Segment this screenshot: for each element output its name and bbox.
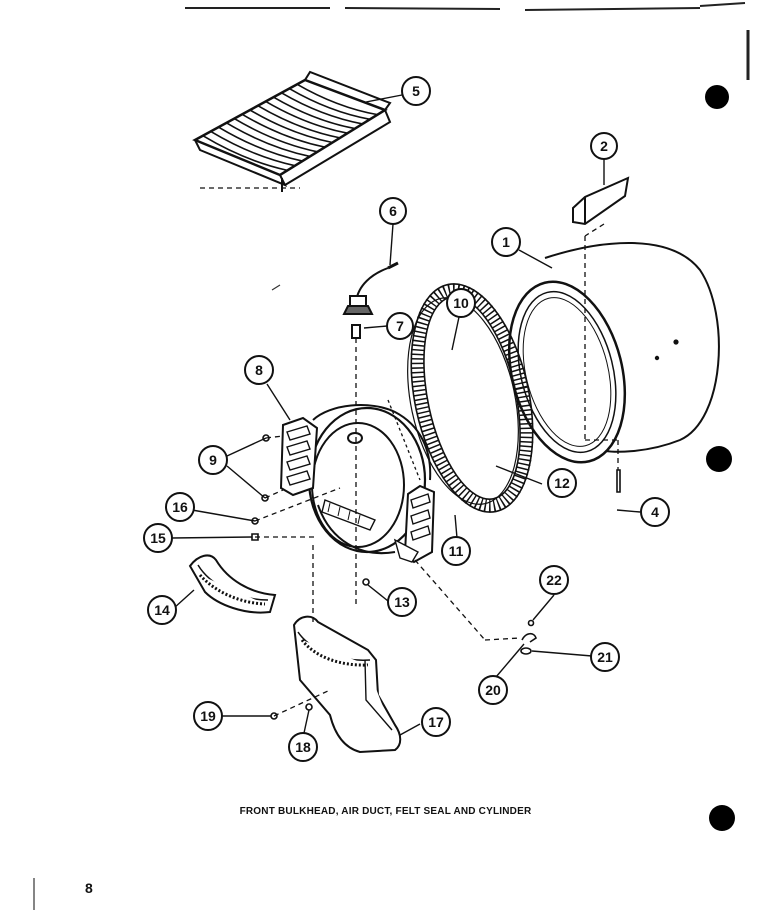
rack-bar [296,83,378,116]
svg-text:18: 18 [295,739,311,755]
assembly-lines [200,187,619,717]
rack-bar [218,126,303,162]
callout-22: 22 [539,565,569,595]
callout-9: 9 [198,445,228,475]
svg-text:6: 6 [389,203,397,219]
svg-text:1: 1 [502,234,510,250]
svg-text:5: 5 [412,83,420,99]
scan-top-edge [185,2,750,80]
screw-4 [616,469,621,493]
svg-text:16: 16 [172,499,188,515]
svg-text:14: 14 [154,602,170,618]
duct-trap [188,554,277,614]
callout-20: 20 [478,675,508,705]
air-duct [292,615,402,754]
svg-text:7: 7 [396,318,404,334]
svg-text:12: 12 [554,475,570,491]
svg-text:13: 13 [394,594,410,610]
scan-marks [33,284,281,910]
leader-lines [171,94,641,736]
callout-6: 6 [379,197,407,225]
rack-bar [265,100,348,134]
svg-text:11: 11 [449,543,464,559]
callout-11: 11 [441,536,471,566]
bracket-left [279,416,319,497]
callout-16: 16 [165,492,195,522]
diagram-caption: FRONT BULKHEAD, AIR DUCT, FELT SEAL AND … [239,806,532,817]
callout-14: 14 [147,595,177,625]
callout-17: 17 [421,707,451,737]
trim-piece [572,176,630,226]
clip-20 [521,632,537,643]
rack-bar [210,130,296,167]
bracket-right [393,484,436,564]
shelf-rack [192,70,392,192]
rack-bar [281,92,363,125]
svg-text:21: 21 [597,649,613,665]
svg-text:4: 4 [651,504,659,520]
screw-22 [527,619,535,627]
binder-hole-middle [706,446,732,472]
sensor-assembly [342,261,399,339]
callout-12: 12 [547,468,577,498]
callout-1: 1 [491,227,521,257]
rack-bar [233,117,318,153]
rack-bar [202,135,288,172]
svg-text:15: 15 [150,530,166,546]
rack-bar [273,96,356,130]
binder-hole-top [705,85,729,109]
callout-5: 5 [401,76,431,106]
svg-text:9: 9 [209,452,217,468]
svg-text:2: 2 [600,138,608,154]
rack-bar [249,109,333,144]
svg-text:19: 19 [200,708,216,724]
callout-4: 4 [640,497,670,527]
svg-text:17: 17 [428,714,444,730]
callout-19: 19 [193,701,223,731]
callout-15: 15 [143,523,173,553]
screw-18 [305,703,313,711]
svg-text:8: 8 [255,362,263,378]
rack-bar [288,87,371,121]
callout-8: 8 [244,355,274,385]
callout-21: 21 [590,642,620,672]
page-number: 8 [85,880,93,896]
binder-holes [705,85,735,831]
binder-hole-bottom [709,805,735,831]
callout-13: 13 [387,587,417,617]
cylinder [507,242,720,464]
hardware [251,434,621,720]
callout-7: 7 [386,312,414,340]
callout-10: 10 [446,288,476,318]
rack-bar [241,113,326,148]
svg-text:10: 10 [453,295,469,311]
ring-21 [520,647,532,655]
svg-text:20: 20 [485,682,501,698]
svg-text:22: 22 [546,572,562,588]
rack-bar [257,105,341,139]
callout-18: 18 [288,732,318,762]
callout-2: 2 [590,132,618,160]
screw-13 [362,578,370,586]
rack-bar [226,122,311,158]
callout-markers: 5 2 1 6 7 10 8 9 12 4 16 15 11 13 14 22 … [143,76,670,762]
